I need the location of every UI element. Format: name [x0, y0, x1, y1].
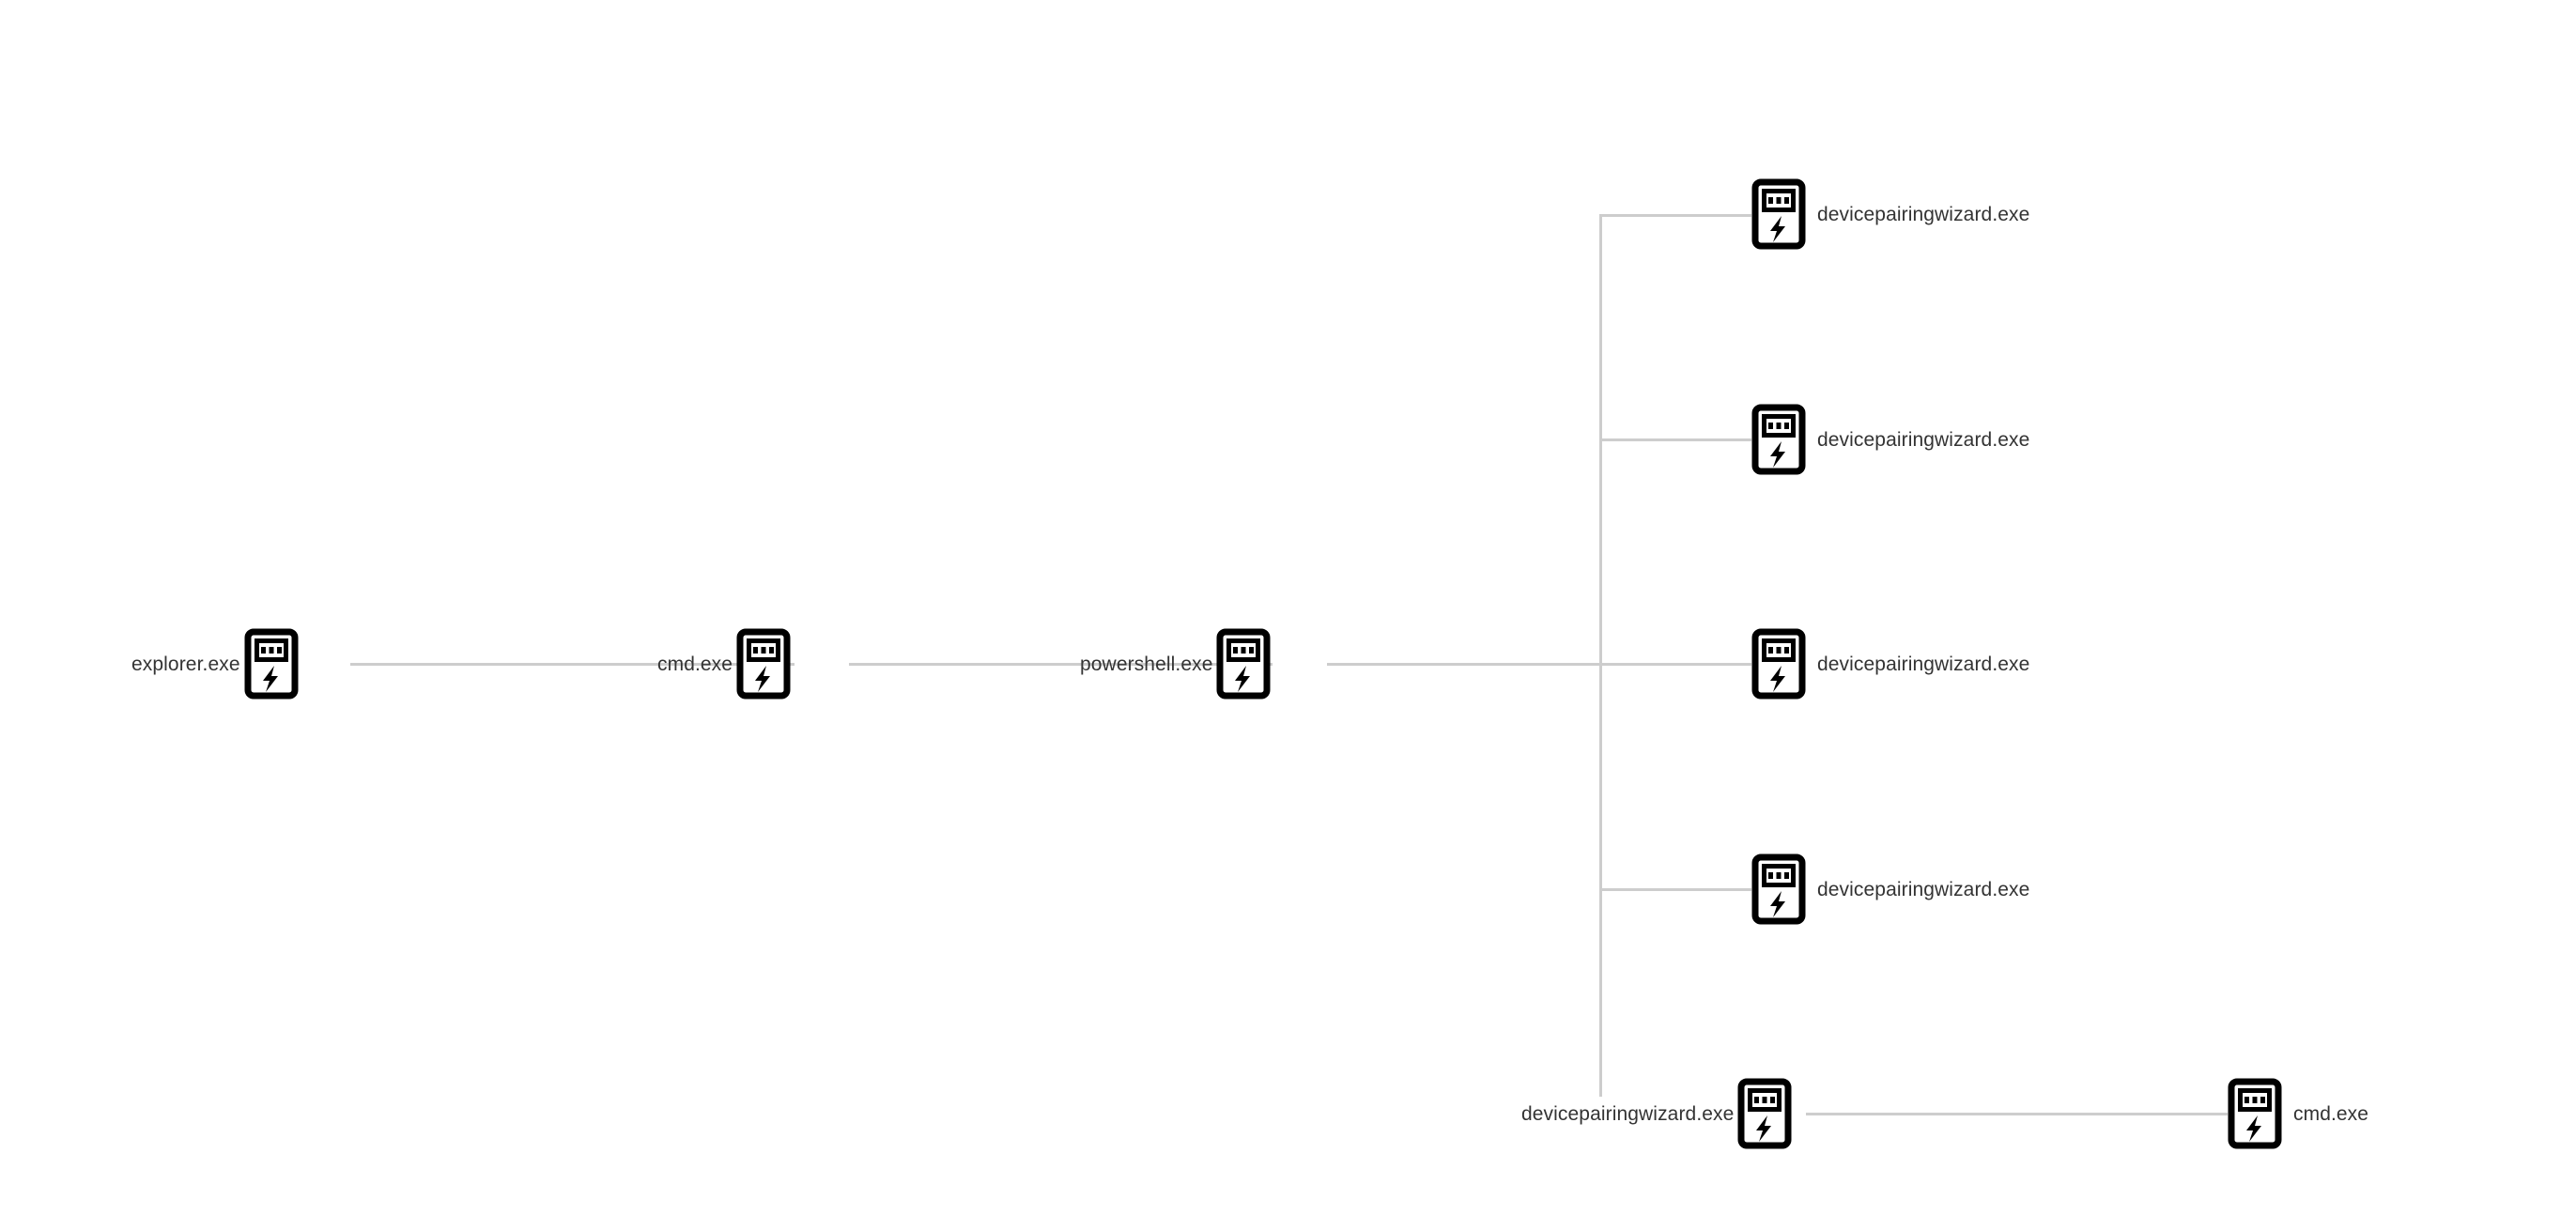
process-executable-icon — [1751, 178, 1806, 250]
process-executable-icon — [1751, 404, 1806, 475]
process-label: devicepairingwizard.exe — [1521, 1102, 1735, 1125]
process-node-devicepairingwizard-2[interactable]: devicepairingwizard.exe — [1751, 404, 2029, 475]
process-label: cmd.exe — [657, 653, 733, 675]
edge-trunk-to-dpw2 — [1599, 438, 1751, 441]
process-executable-icon — [1216, 628, 1271, 700]
edge-powershell-to-children — [1327, 663, 1751, 666]
process-label: explorer.exe — [131, 653, 240, 675]
process-node-devicepairingwizard-4[interactable]: devicepairingwizard.exe — [1751, 854, 2029, 925]
process-label: devicepairingwizard.exe — [1817, 203, 2030, 225]
process-executable-icon — [736, 628, 791, 700]
process-node-explorer[interactable]: explorer.exe — [131, 628, 299, 700]
process-label: devicepairingwizard.exe — [1817, 428, 2030, 451]
process-node-devicepairingwizard-1[interactable]: devicepairingwizard.exe — [1751, 178, 2029, 250]
process-node-powershell[interactable]: powershell.exe — [1080, 628, 1271, 700]
edge-children-trunk — [1599, 214, 1602, 1097]
process-executable-icon — [1751, 854, 1806, 925]
edge-trunk-to-dpw4 — [1599, 888, 1751, 891]
edge-cmd-to-powershell — [849, 663, 1273, 666]
process-label: devicepairingwizard.exe — [1817, 878, 2030, 900]
process-executable-icon — [1751, 628, 1806, 700]
process-label: devicepairingwizard.exe — [1817, 653, 2030, 675]
process-node-cmd-2[interactable]: cmd.exe — [2228, 1078, 2368, 1149]
process-executable-icon — [1737, 1078, 1792, 1149]
process-label: powershell.exe — [1080, 653, 1213, 675]
edge-explorer-to-cmd — [350, 663, 794, 666]
process-executable-icon — [2228, 1078, 2282, 1149]
process-label: cmd.exe — [2293, 1102, 2369, 1125]
process-node-devicepairingwizard-3[interactable]: devicepairingwizard.exe — [1751, 628, 2029, 700]
process-executable-icon — [244, 628, 299, 700]
process-node-devicepairingwizard-5[interactable]: devicepairingwizard.exe — [1521, 1078, 1792, 1149]
edge-trunk-to-dpw1 — [1599, 214, 1751, 217]
process-node-cmd-1[interactable]: cmd.exe — [657, 628, 791, 700]
edge-dpw5-to-cmd2 — [1806, 1113, 2228, 1115]
